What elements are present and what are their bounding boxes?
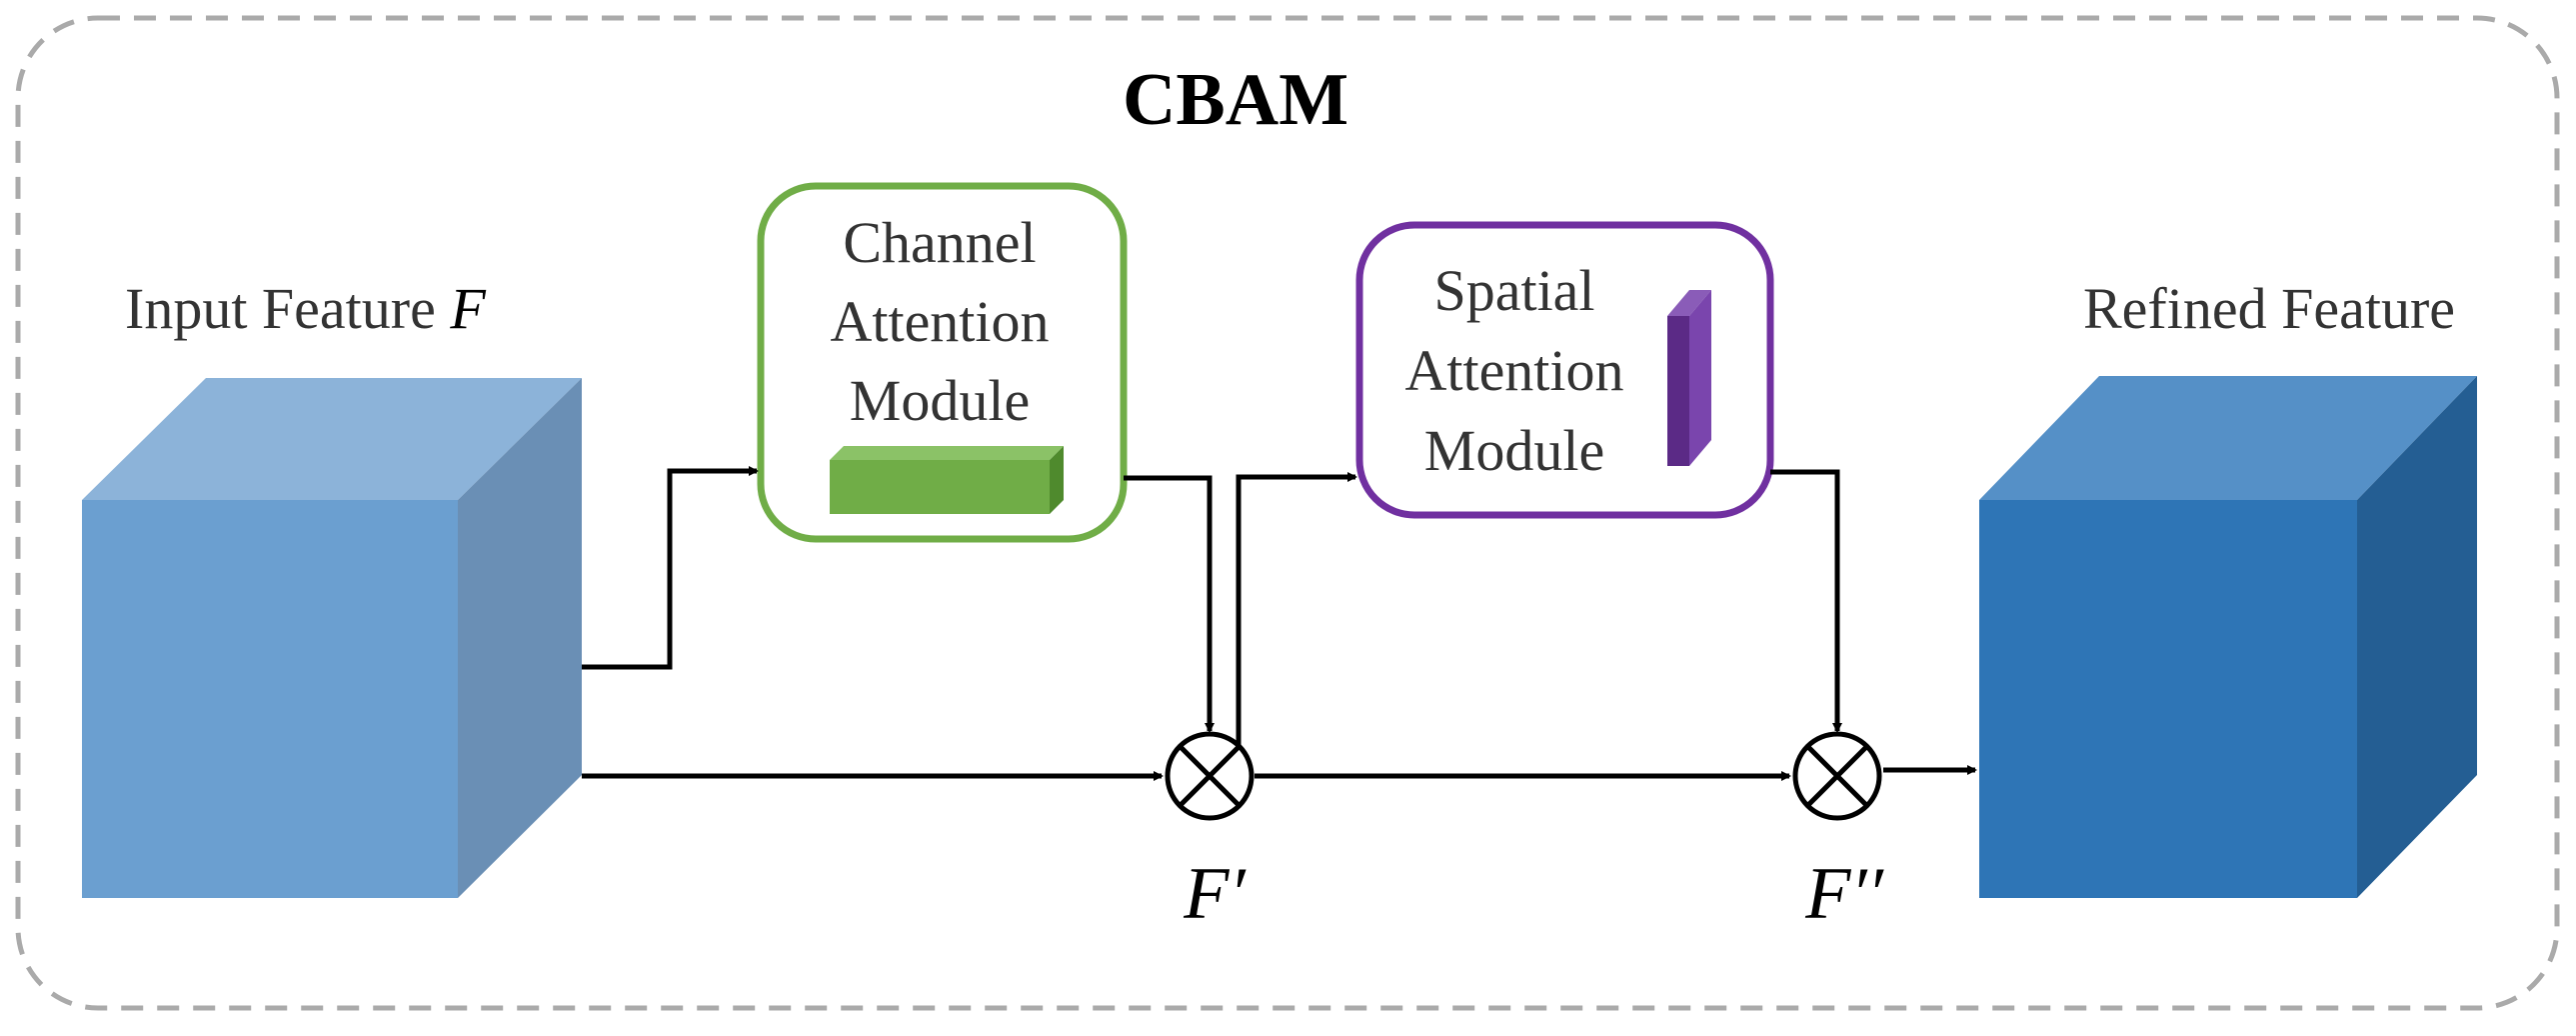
channel-attention-module: Channel Attention Module (757, 182, 1128, 543)
input-cube-side (458, 378, 582, 898)
spatial-attention-bar (1667, 290, 1711, 466)
channel-module-line-3: Module (850, 368, 1030, 433)
output-cube-side (2357, 376, 2477, 898)
arrow-spatial-to-multiply-2 (1770, 469, 1842, 733)
multiply-node-2 (1792, 731, 1882, 821)
channel-attention-bar (830, 446, 1064, 514)
multiply-node-1 (1165, 731, 1255, 821)
outer-frame (15, 15, 2560, 1011)
channel-module-line-1: Channel (843, 210, 1036, 275)
input-cube-top (82, 378, 582, 500)
channel-module-line-2: Attention (830, 289, 1049, 354)
input-feature-cube (82, 378, 582, 898)
input-feature-symbol: F (449, 276, 486, 341)
diagram-title: CBAM (1123, 59, 1348, 141)
connectors (582, 466, 1977, 781)
spatial-attention-module: Spatial Attention Module (1355, 221, 1774, 519)
refined-feature-label: Refined Feature (2083, 276, 2455, 341)
refined-feature-cube (1979, 376, 2477, 898)
spatial-module-line-3: Module (1424, 418, 1604, 483)
output-cube-top (1979, 376, 2477, 500)
output-cube-front (1979, 500, 2357, 898)
arrow-channel-to-multiply-1 (1124, 475, 1215, 733)
f-double-prime-label: F′′ (1804, 853, 1884, 935)
input-feature-label: Input Feature F (125, 276, 486, 341)
arrow-input-to-channel (582, 466, 759, 670)
f-prime-label: F′ (1183, 853, 1247, 935)
spatial-module-line-1: Spatial (1433, 258, 1594, 323)
arrow-fprime-to-spatial (1236, 472, 1357, 760)
spatial-module-line-2: Attention (1404, 338, 1623, 403)
input-cube-front (82, 500, 458, 898)
